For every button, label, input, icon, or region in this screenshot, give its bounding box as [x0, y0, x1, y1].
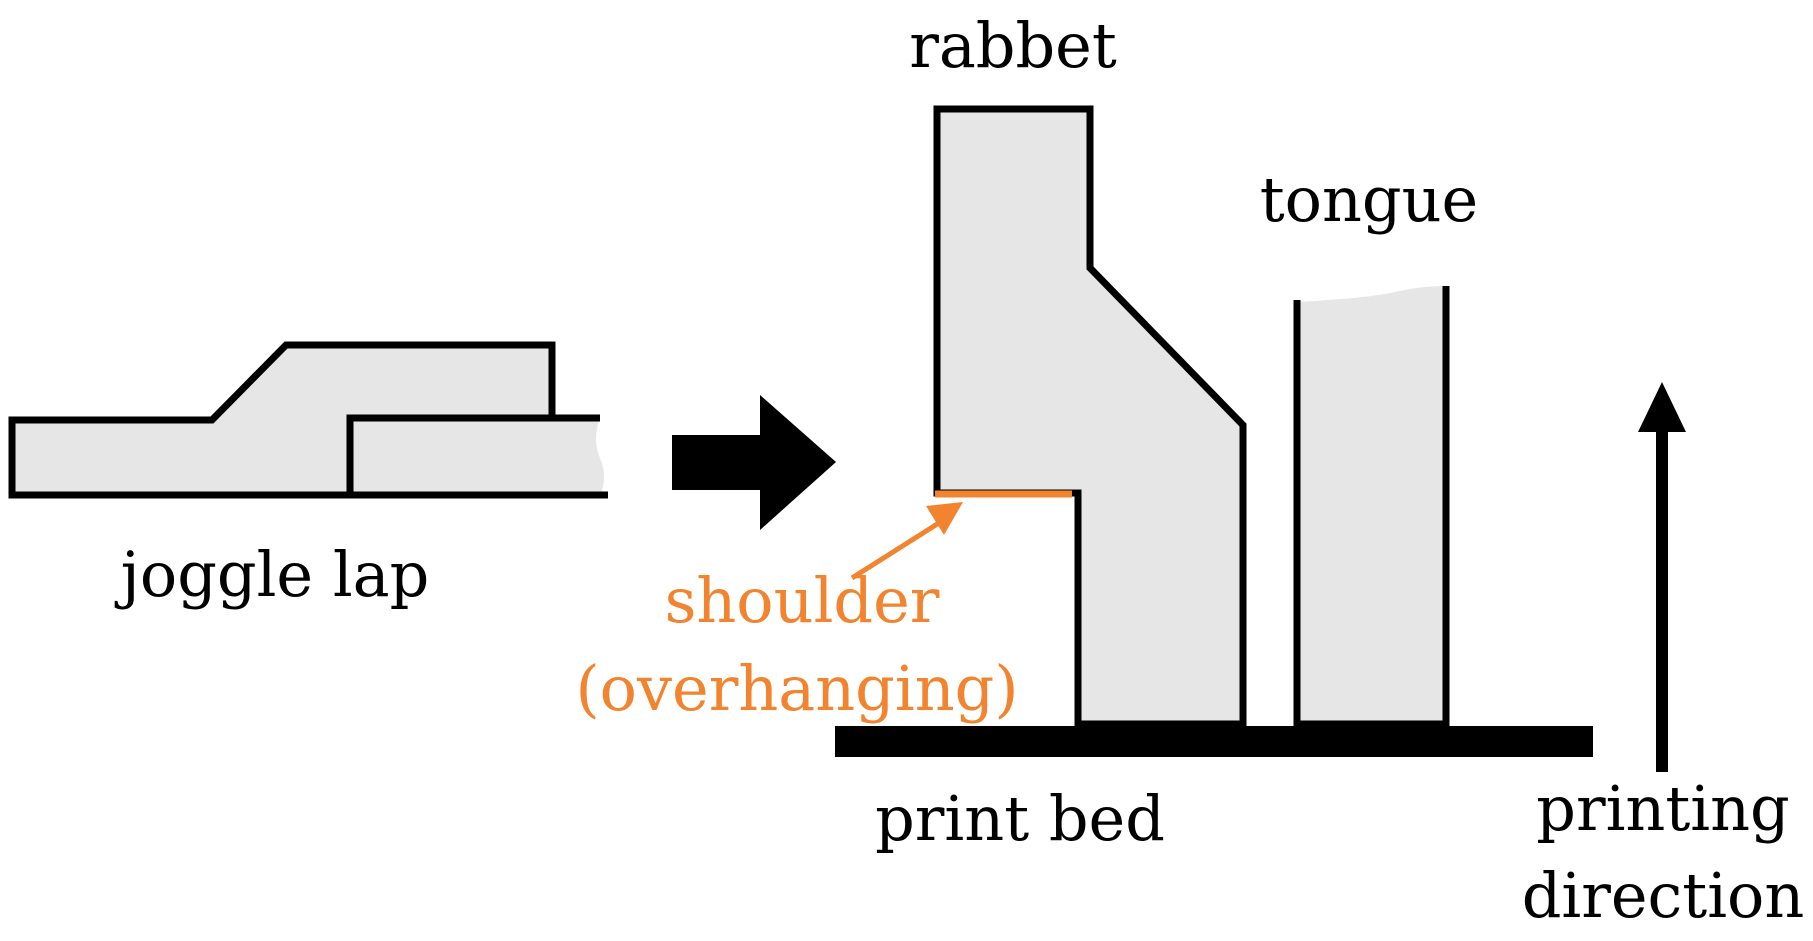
- direction-label: direction: [1522, 859, 1805, 932]
- tongue-label: tongue: [1260, 163, 1478, 236]
- print-bed-label: print bed: [875, 782, 1165, 855]
- printing-label: printing: [1536, 772, 1789, 845]
- rabbet-part: [933, 105, 1247, 728]
- rabbet-label: rabbet: [909, 9, 1117, 82]
- tongue-outline: [1293, 286, 1450, 728]
- shoulder-label: shoulder: [665, 564, 940, 637]
- print-bed: [835, 726, 1593, 757]
- joggle-lap-joint: [8, 341, 608, 499]
- shoulder-arrow: [850, 502, 963, 581]
- joggle-lap-lower-outline: [346, 414, 608, 499]
- joggle-lap-lower-part: [350, 418, 604, 495]
- transform-arrow: [672, 395, 836, 530]
- overhanging-label: (overhanging): [575, 652, 1018, 725]
- printing-direction-arrow: [1638, 382, 1686, 772]
- tongue-part: [1297, 286, 1446, 724]
- joggle-lap-label: joggle lap: [115, 538, 430, 611]
